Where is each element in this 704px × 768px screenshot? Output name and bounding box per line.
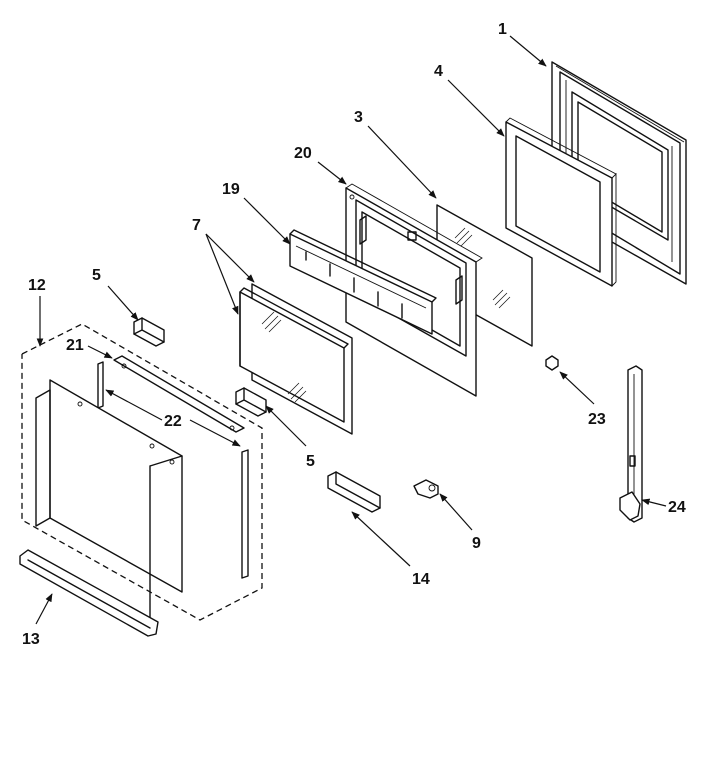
callout-4: 4: [434, 63, 443, 80]
callout-13: 13: [22, 631, 40, 648]
callout-1: 1: [498, 21, 507, 38]
part-5-hinge-bracket-lower: [235, 387, 267, 417]
part-14-vent-trim: [327, 471, 381, 513]
callout-20: 20: [294, 145, 312, 162]
callout-12: 12: [28, 277, 46, 294]
callout-5-lower: 5: [306, 453, 315, 470]
part-19-vent-baffle: [289, 229, 437, 335]
part-1-outer-door-panel: [551, 61, 687, 285]
callout-22: 22: [164, 413, 182, 430]
callout-3: 3: [354, 109, 363, 126]
part-5-hinge-bracket-upper: [133, 317, 165, 347]
part-4-door-frame: [505, 117, 617, 287]
leader-lines: [35, 35, 667, 625]
callout-19: 19: [222, 181, 240, 198]
part-23-spacer: [545, 355, 559, 371]
callout-21: 21: [66, 337, 84, 354]
callout-5-upper: 5: [92, 267, 101, 284]
part-22-side-trims: [97, 361, 249, 579]
outer-glass-panel: [35, 379, 183, 621]
callout-14: 14: [412, 571, 430, 588]
part-13-door-handle: [19, 549, 159, 637]
callout-7: 7: [192, 217, 201, 234]
part-9-hinge-clip: [413, 479, 439, 499]
part-21-top-trim: [113, 355, 245, 433]
callout-23: 23: [588, 411, 606, 428]
callout-labels: 1 4 3 20 19 7 12 5 21 22 5 13 14 9 23 24: [22, 21, 686, 648]
part-12-outer-door-assembly: [21, 323, 263, 621]
callout-24: 24: [668, 499, 686, 516]
part-24-hinge-arm: [619, 365, 643, 523]
part-7-glass-panes: [239, 283, 353, 435]
callout-9: 9: [472, 535, 481, 552]
